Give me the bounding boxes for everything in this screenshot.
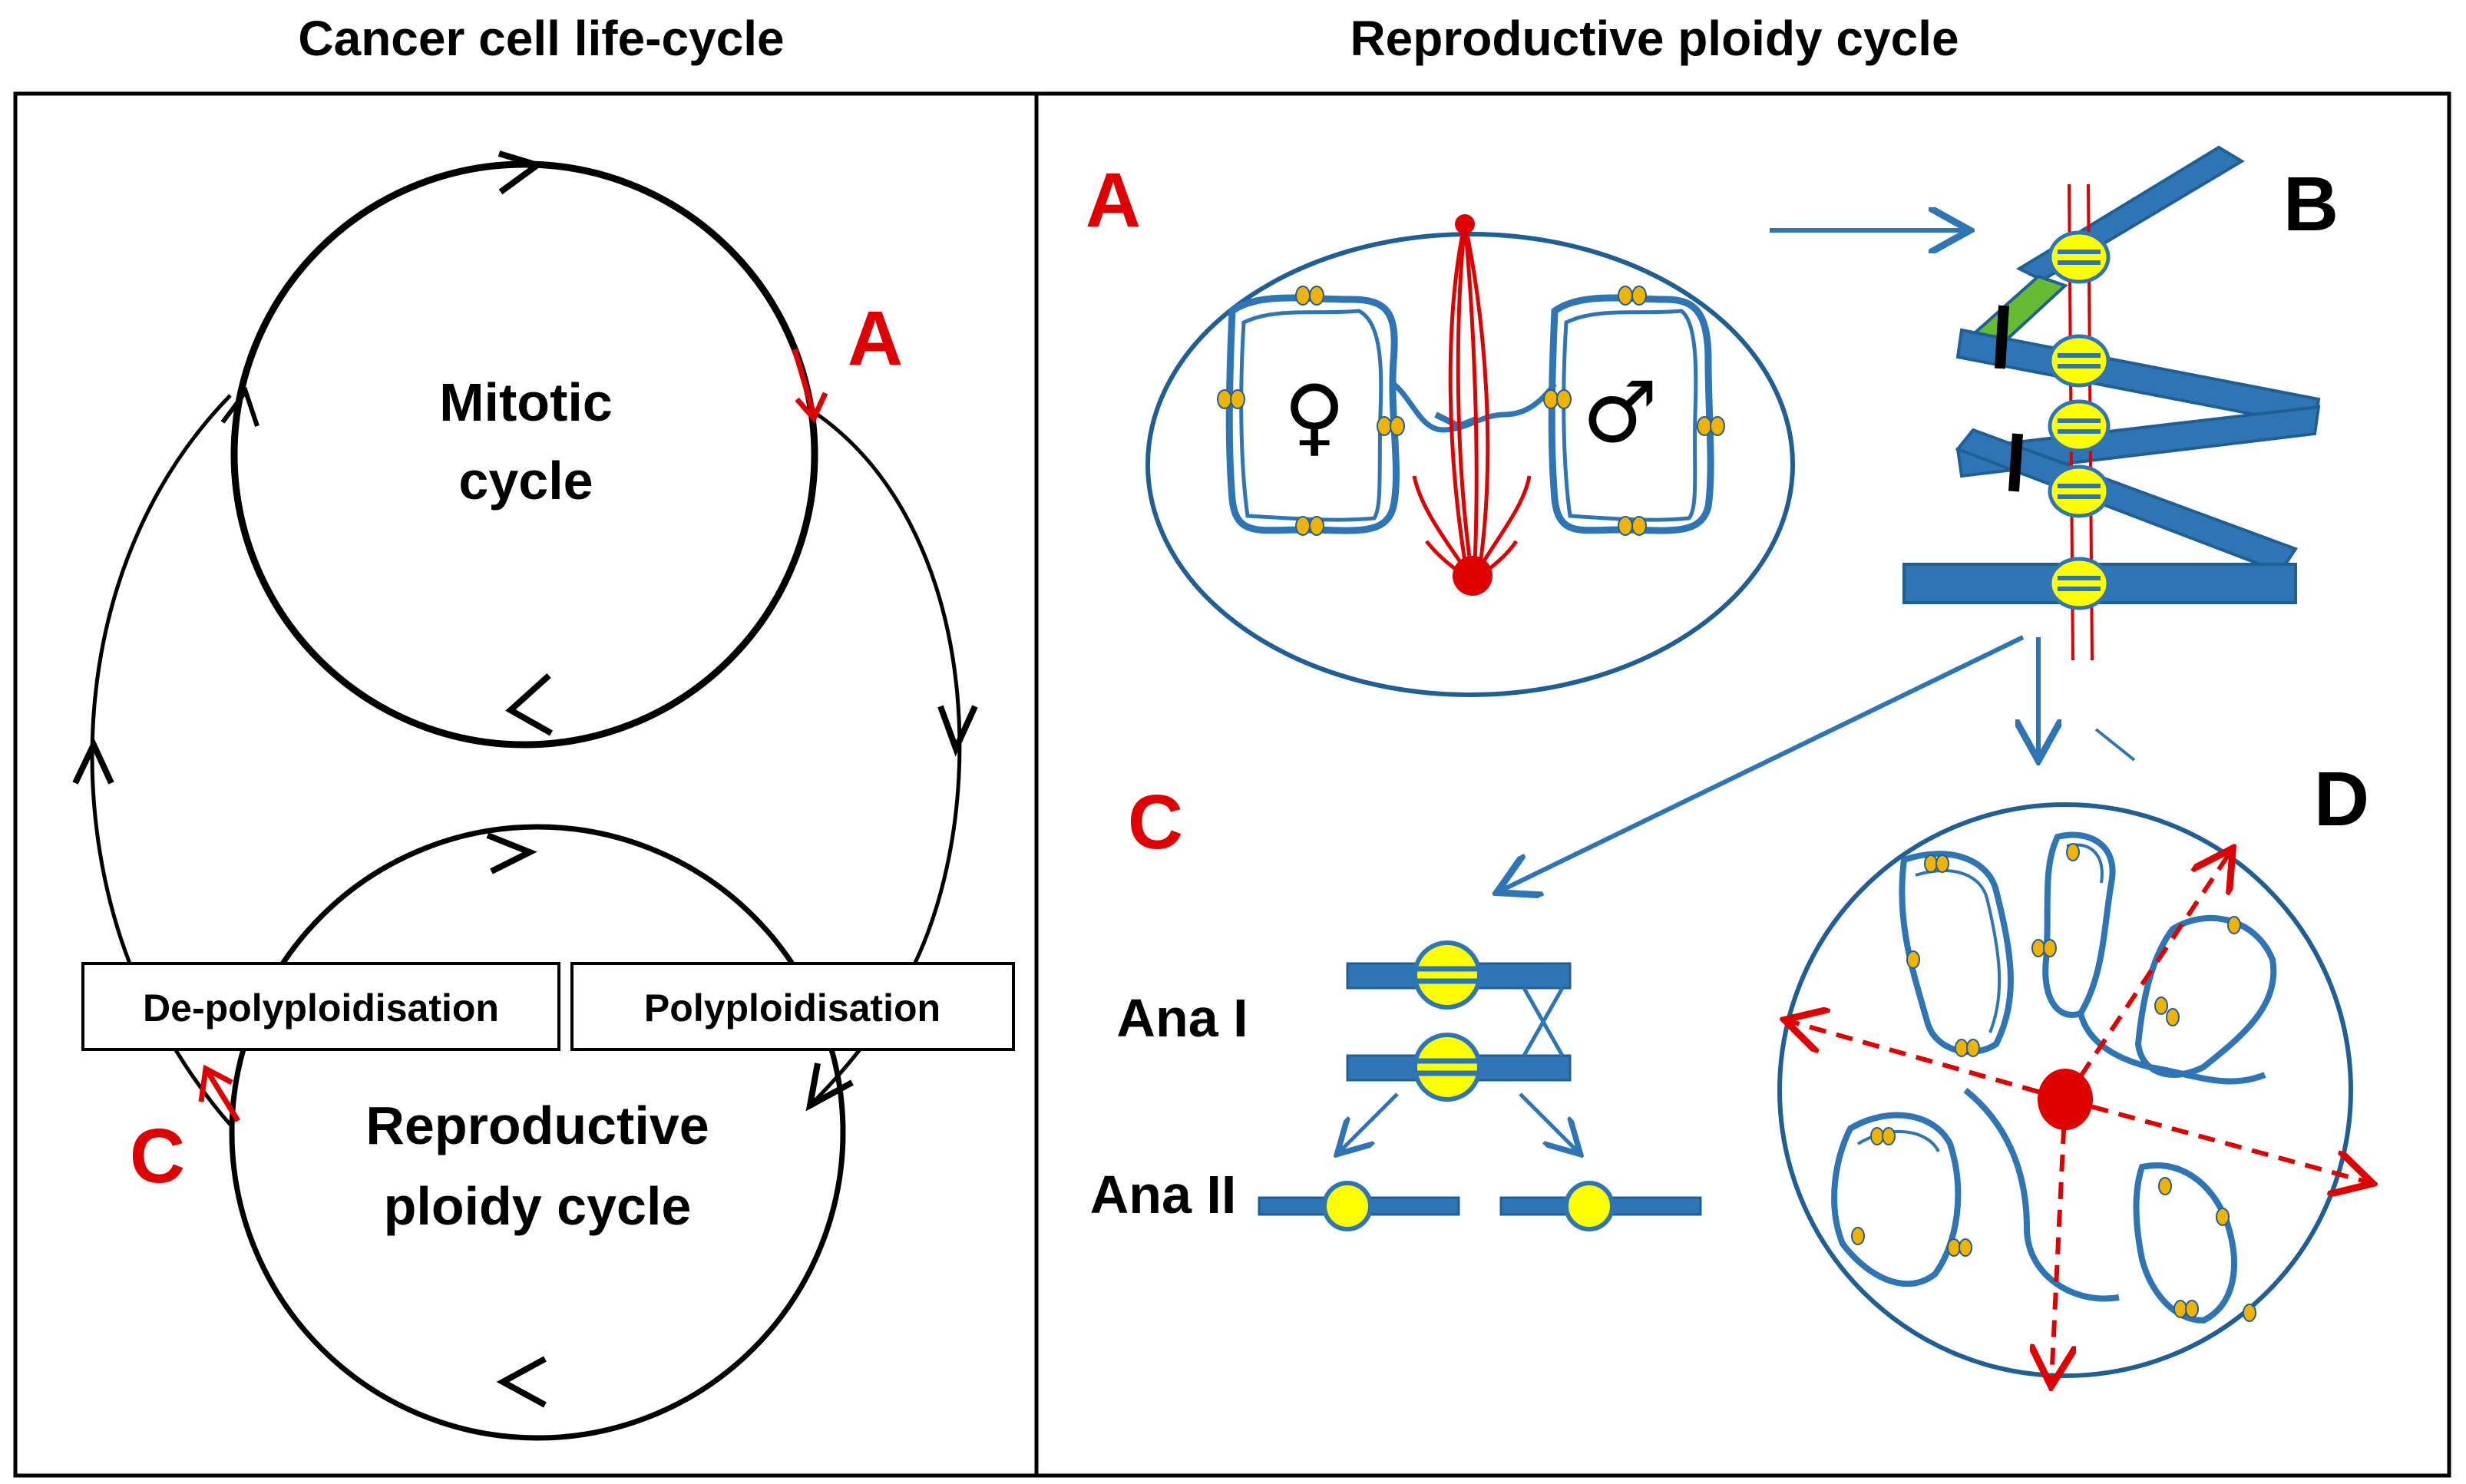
panel-label-b: B	[2283, 161, 2339, 247]
panel-b-zigzag	[1902, 145, 2321, 661]
polyploidisation-box: Polyploidisation	[570, 962, 1015, 1051]
marker-c-label: C	[130, 1113, 185, 1199]
panel-c-anaphase	[1258, 940, 1702, 1231]
depolyploidisation-label: De-polyploidisation	[143, 987, 499, 1030]
panel-label-c: C	[1128, 779, 1183, 865]
mitotic-arrow-top	[497, 150, 544, 195]
right-panel-frame	[1034, 91, 2451, 1478]
ana-i-label: Ana I	[1116, 988, 1248, 1048]
panel-a-cell: ♀ ♂	[1145, 214, 1795, 697]
d-red-dashed-rays	[1789, 852, 2368, 1382]
marker-a-label: A	[848, 296, 903, 382]
mitotic-label-line1: Mitotic	[439, 372, 613, 432]
depoly-arc-arrow	[72, 737, 114, 785]
polyploidisation-label: Polyploidisation	[644, 987, 940, 1030]
d-chromosome-link-2	[2078, 1012, 2266, 1085]
depolyploidisation-arc	[90, 394, 232, 976]
male-chromosome-inner	[1562, 309, 1698, 522]
female-chromosome-loop	[1225, 294, 1400, 534]
right-title: Reproductive ploidy cycle	[1350, 11, 1959, 66]
red-spindle	[1412, 222, 1532, 582]
reproductive-cycle-circle	[229, 824, 846, 1441]
polyploidisation-arc	[816, 412, 962, 996]
spindle-pole-top	[1455, 214, 1475, 234]
female-chromosome-inner	[1239, 309, 1383, 522]
mitotic-cycle-circle	[220, 150, 818, 749]
red-marker-a-line	[792, 349, 817, 415]
red-marker-a-head	[795, 392, 828, 424]
spindle-pole-bottom	[1453, 556, 1492, 596]
d-chromosome-2	[2042, 831, 2116, 1018]
repro-arrow-bottom	[496, 1356, 547, 1408]
mitotic-arrow-left	[220, 386, 259, 427]
panel-label-d: D	[2314, 756, 2369, 842]
female-symbol: ♀	[1284, 367, 1346, 465]
mitotic-label-line2: cycle	[458, 451, 593, 511]
d-chromosome-link-1	[1963, 1087, 2120, 1302]
d-chromosome-4	[1831, 1112, 1962, 1287]
pronuclei-beads	[1217, 286, 1725, 536]
d-chromosome-3	[2134, 915, 2277, 1078]
left-title: Cancer cell life-cycle	[298, 11, 784, 66]
male-chromosome-loop	[1548, 294, 1714, 534]
arrow-b-to-c	[1501, 635, 2025, 891]
d-spindle-pole	[2038, 1069, 2093, 1130]
d-chromosome-5	[2133, 1162, 2237, 1324]
repro-arrow-top	[486, 832, 537, 874]
panel-d-cell	[1777, 802, 2368, 1382]
dash-mark	[2094, 728, 2136, 762]
repro-label-line2: ploidy cycle	[384, 1176, 692, 1236]
depolyploidisation-box: De-polyploidisation	[81, 962, 560, 1051]
red-marker-c-line	[205, 1069, 240, 1122]
ana-ii-label: Ana II	[1090, 1165, 1237, 1225]
mitotic-arrow-bottom	[505, 673, 553, 736]
repro-label-line1: Reproductive	[365, 1096, 709, 1155]
panel-label-a: A	[1086, 157, 1141, 243]
d-beads	[1851, 843, 2256, 1322]
male-symbol: ♂	[1582, 363, 1658, 461]
poly-arc-arrow	[937, 705, 978, 757]
red-marker-c-head	[198, 1064, 233, 1102]
